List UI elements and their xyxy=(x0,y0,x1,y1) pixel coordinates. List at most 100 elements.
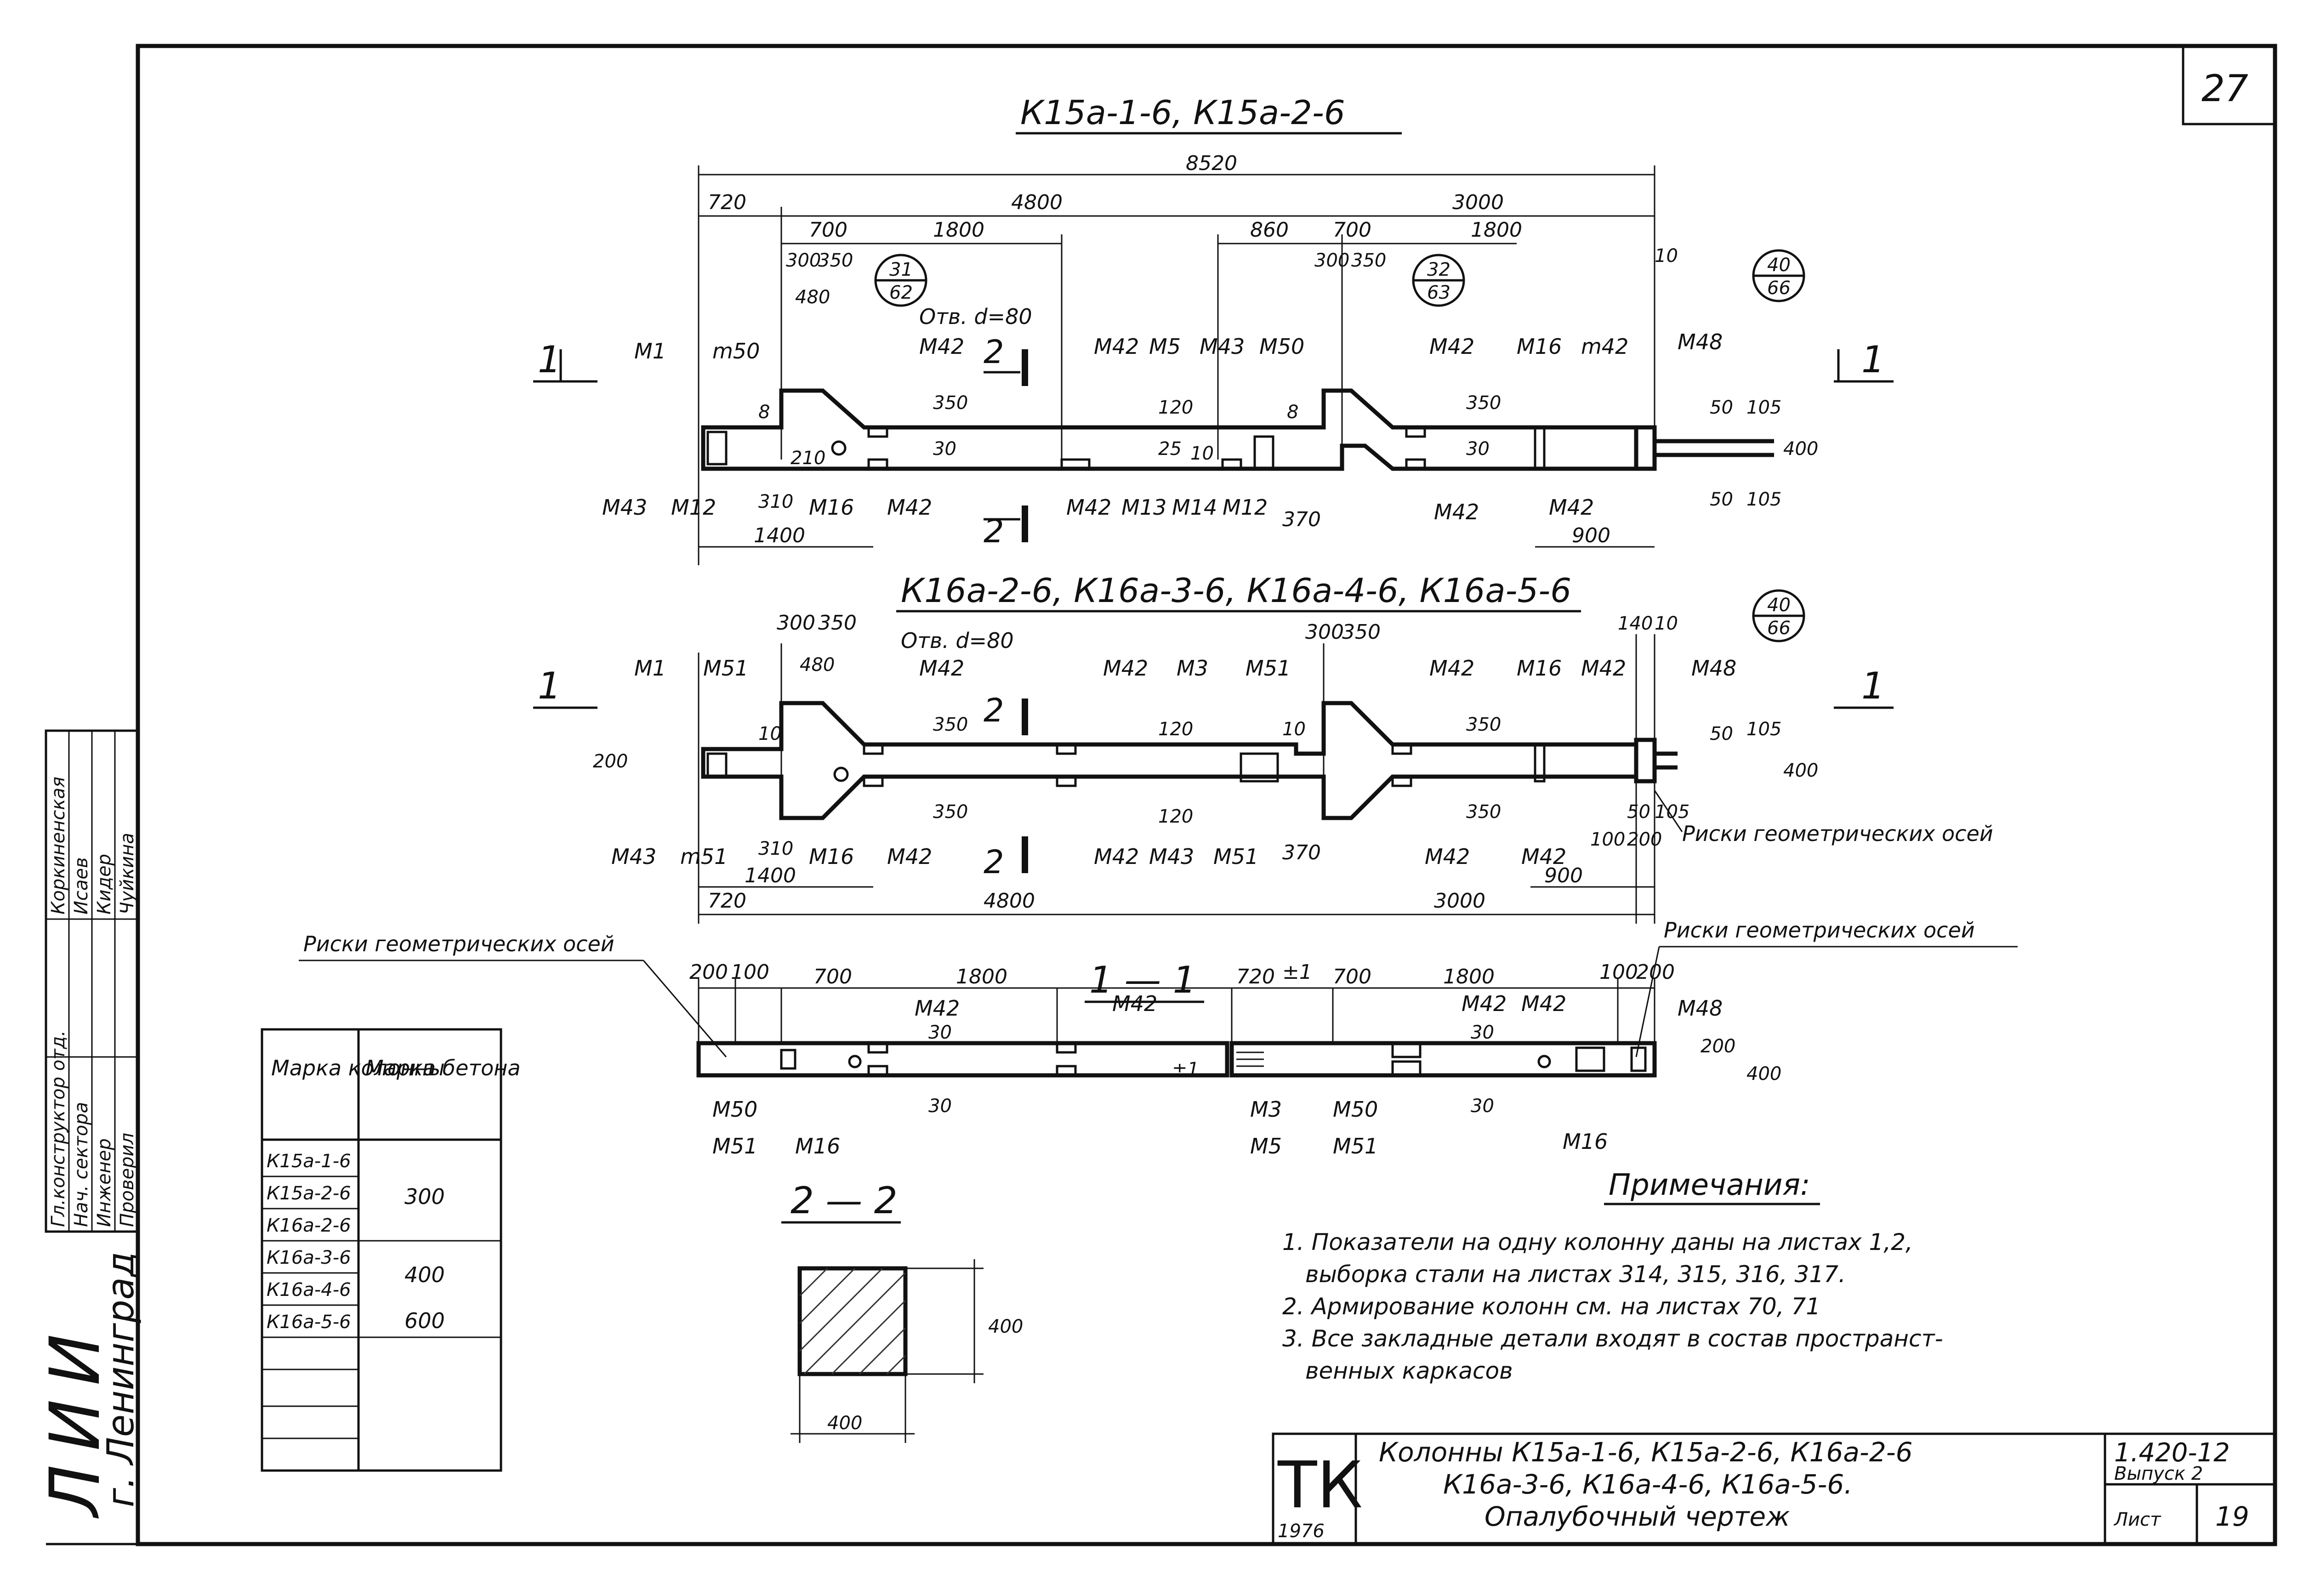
k15-dim-350a: 350 xyxy=(818,250,853,271)
k15-dim-350a: 350 xyxy=(933,392,968,414)
table-concrete-300: 300 xyxy=(404,1184,445,1209)
k15-mark-m50b: М50 xyxy=(1259,334,1304,359)
k16-callout-40: 40 xyxy=(1767,595,1791,616)
k16-mark-m42c: М42 xyxy=(1429,656,1474,681)
s11-mark-m51a: М51 xyxy=(712,1134,757,1159)
k16-dim-105b: 105 xyxy=(1655,801,1689,823)
k15-dim-8b: 8 xyxy=(1287,402,1298,423)
table-concrete-400: 400 xyxy=(404,1262,445,1287)
table-row-5-column: К16а-4-6 xyxy=(267,1279,351,1301)
k16-section-2-bottom: 2 xyxy=(984,843,1004,881)
k15-mark-m42e: М42 xyxy=(887,495,932,520)
k16-dim-350a: 350 xyxy=(818,611,857,635)
k15-callout-63: 63 xyxy=(1427,282,1450,303)
k16-mark-m3: М3 xyxy=(1177,656,1208,681)
k15-callout-62: 62 xyxy=(889,282,913,303)
view-k15: К15а-1-6, К15а-2-6 8520 720 4800 3000 70… xyxy=(533,93,1894,565)
k16-mark-m42b: М42 xyxy=(1103,656,1148,681)
view-section-1-1: 1 — 1 Риски геометрических осей Риски ге… xyxy=(299,918,2018,1159)
k15-dim-300b: 300 xyxy=(1314,250,1349,271)
k16-dim-100: 100 xyxy=(1590,829,1625,850)
sig-name-1: Коркиненская xyxy=(48,777,69,914)
k16-mark-m42e: М42 xyxy=(887,844,932,869)
k16-dim-50b: 50 xyxy=(1627,801,1650,823)
k15-dim-4800: 4800 xyxy=(1011,191,1063,214)
k16-dim-120a: 120 xyxy=(1158,719,1193,740)
view-k16: К16а-2-6, К16а-3-6, К16а-4-6, К16а-5-6 3… xyxy=(533,571,1993,924)
k16-dim-4800: 4800 xyxy=(984,889,1035,913)
k15-callout-31: 31 xyxy=(889,259,913,280)
k15-mark-m13: М13 xyxy=(1121,495,1166,520)
s11-dim-100b: 100 xyxy=(1599,960,1638,984)
k15-dim-3000: 3000 xyxy=(1452,191,1504,214)
sig-name-3: Кидер xyxy=(94,854,115,914)
k16-dim-10b: 10 xyxy=(1282,719,1306,740)
k16-dim-50a: 50 xyxy=(1710,723,1733,744)
sheet-number-box xyxy=(2182,46,2275,125)
title-stamp: ТК xyxy=(1277,1448,1363,1523)
k15-mark-m16a: М16 xyxy=(1517,334,1562,359)
s11-mark-m51b: М51 xyxy=(1333,1134,1378,1159)
s11-dim-30a: 30 xyxy=(928,1022,952,1043)
k16-mark-m51c: М51 xyxy=(1213,844,1258,869)
title-sheet-number: 19 xyxy=(2215,1501,2249,1532)
s11-mark-m50b: М50 xyxy=(1333,1097,1378,1122)
k15-dim-400: 400 xyxy=(1783,438,1818,460)
title-sheet-label: Лист xyxy=(2113,1509,2161,1530)
sig-role-2: Нач. сектора xyxy=(71,1102,92,1227)
k16-dim-370: 370 xyxy=(1282,841,1321,864)
k15-dim-1800b: 1800 xyxy=(1471,218,1522,242)
k16-dim-120b: 120 xyxy=(1158,806,1193,827)
k15-dim-30b: 30 xyxy=(1466,438,1490,460)
k16-dim-140: 140 xyxy=(1618,613,1653,634)
s11-dim-pm1b: ±1 xyxy=(1172,1059,1199,1080)
note-line-4: 3. Все закладные детали входят в состав … xyxy=(1282,1325,1943,1352)
concrete-table: Марка колонны Марка бетона К15а-1-6 К15а… xyxy=(261,1028,521,1472)
k16-mark-m43-bottom: М43 xyxy=(611,844,656,869)
view-k15-title: К15а-1-6, К15а-2-6 xyxy=(1020,93,1345,132)
k16-mark-m1: М1 xyxy=(634,656,666,681)
section-1-1-body-right xyxy=(1229,1041,1657,1078)
s11-dim-100a: 100 xyxy=(731,960,769,984)
k16-dim-350b: 350 xyxy=(1342,620,1381,644)
k15-mark-m42a: М42 xyxy=(919,334,964,359)
k15-dim-overall: 8520 xyxy=(1186,152,1237,175)
k15-mark-m1: М1 xyxy=(634,339,666,364)
k16-dim-300b: 300 xyxy=(1305,620,1344,644)
k15-section-2-top: 2 xyxy=(984,333,1004,371)
s11-mark-m3: М3 xyxy=(1250,1097,1282,1122)
s22-dim-height: 400 xyxy=(988,1316,1023,1337)
k16-dim-10: 10 xyxy=(1655,613,1678,634)
k15-mark-m42d: m42 xyxy=(1581,334,1628,359)
k15-callout-32: 32 xyxy=(1427,259,1450,280)
org-city: г. Ленинград xyxy=(99,1252,142,1507)
sig-name-2: Исаев xyxy=(71,857,92,914)
k15-dim-50a: 50 xyxy=(1710,397,1733,418)
k15-dim-900: 900 xyxy=(1572,524,1610,547)
s11-mark-m42c: М42 xyxy=(1462,991,1507,1016)
note-line-5: венных каркасов xyxy=(1305,1357,1513,1384)
k16-dim-900: 900 xyxy=(1544,864,1583,887)
title-line-2: К16а-3-6, К16а-4-6, К16а-5-6. xyxy=(1443,1469,1853,1500)
table-header-concrete: Марка бетона xyxy=(365,1056,521,1080)
k15-dim-700b: 700 xyxy=(1333,218,1371,242)
k16-axis-label: Риски геометрических осей xyxy=(1682,821,1993,846)
s11-dim-720: 720 xyxy=(1236,965,1275,988)
s11-dim-1800a: 1800 xyxy=(956,965,1007,988)
k15-callout-66: 66 xyxy=(1767,278,1791,299)
k15-dim-10a: 10 xyxy=(1190,443,1214,464)
k16-mark-m16a: М16 xyxy=(1517,656,1562,681)
k15-dim-105a: 105 xyxy=(1746,397,1781,418)
k16-dim-350d: 350 xyxy=(1466,801,1501,823)
k15-dim-860: 860 xyxy=(1250,218,1289,242)
view-section-2-2: 2 — 2 400 400 xyxy=(781,1179,1023,1443)
k15-dim-350b: 350 xyxy=(1466,392,1501,414)
k15-dim-25: 25 xyxy=(1158,438,1182,460)
k16-mark-m16b: М16 xyxy=(809,844,854,869)
k15-mark-m50a: m50 xyxy=(712,339,760,364)
note-line-3: 2. Армирование колонн см. на листах 70, … xyxy=(1282,1293,1820,1320)
sig-name-4: Чуйкина xyxy=(117,833,138,914)
section-2-2-square xyxy=(797,1266,908,1376)
s11-mark-m42d: М42 xyxy=(1521,991,1566,1016)
title-issue: Выпуск 2 xyxy=(2114,1463,2203,1484)
